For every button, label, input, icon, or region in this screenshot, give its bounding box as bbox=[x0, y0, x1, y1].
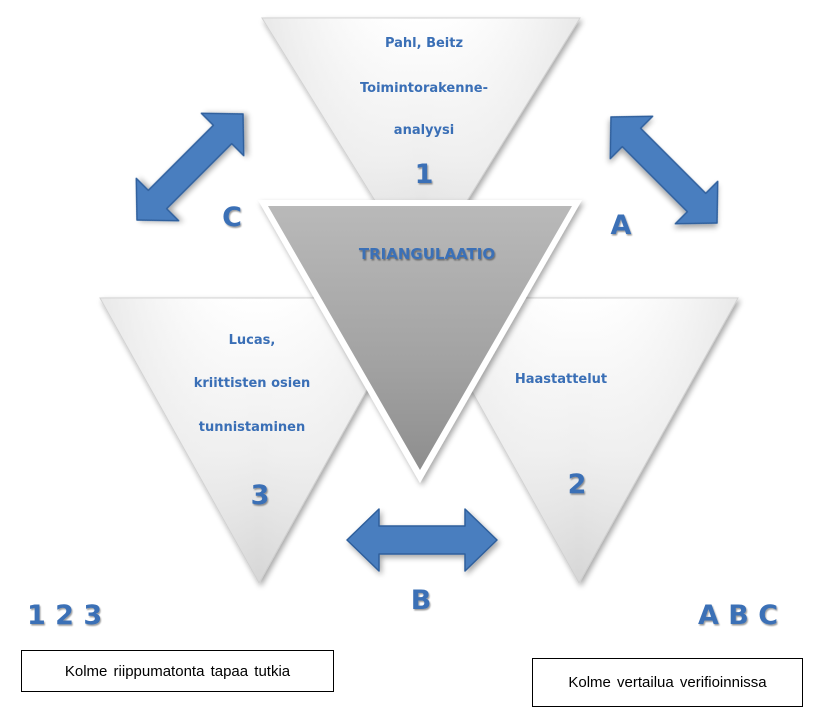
double-arrow-c-icon bbox=[135, 112, 245, 222]
top-triangle bbox=[261, 17, 581, 276]
double-arrow-b-icon bbox=[346, 508, 498, 572]
right-triangle-number: 2 bbox=[568, 469, 587, 500]
top-triangle-line-1: Pahl, Beitz bbox=[385, 36, 463, 51]
legend-box-comparisons: Kolme vertailua verifioinnissa bbox=[532, 658, 803, 707]
center-triangle-label: TRIANGULAATIO bbox=[359, 245, 495, 263]
center-triangle bbox=[258, 200, 582, 483]
legend-box-methods-text: Kolme riippumatonta tapaa tutkia bbox=[64, 662, 291, 680]
left-triangle bbox=[99, 297, 419, 585]
legend-box-comparisons-text: Kolme vertailua verifioinnissa bbox=[568, 674, 767, 691]
letters-legend: A B C bbox=[698, 600, 778, 631]
left-triangle-number: 3 bbox=[251, 480, 270, 511]
right-triangle-line-1: Haastattelut bbox=[515, 372, 607, 387]
arrow-label-c: C bbox=[222, 202, 242, 233]
left-triangle-line-2: kriittisten osien bbox=[194, 376, 311, 391]
numbers-legend: 1 2 3 bbox=[27, 600, 102, 631]
arrow-label-a: A bbox=[611, 210, 632, 241]
top-triangle-number: 1 bbox=[415, 159, 434, 190]
left-triangle-line-1: Lucas, bbox=[229, 333, 276, 348]
left-triangle-line-3: tunnistaminen bbox=[199, 420, 306, 435]
top-triangle-line-3: analyysi bbox=[394, 123, 454, 138]
right-triangle bbox=[419, 297, 739, 585]
double-arrow-a-icon bbox=[609, 115, 719, 225]
arrow-label-b: B bbox=[411, 585, 432, 616]
top-triangle-line-2: Toimintorakenne- bbox=[360, 81, 488, 96]
legend-box-methods: Kolme riippumatonta tapaa tutkia bbox=[21, 650, 334, 692]
